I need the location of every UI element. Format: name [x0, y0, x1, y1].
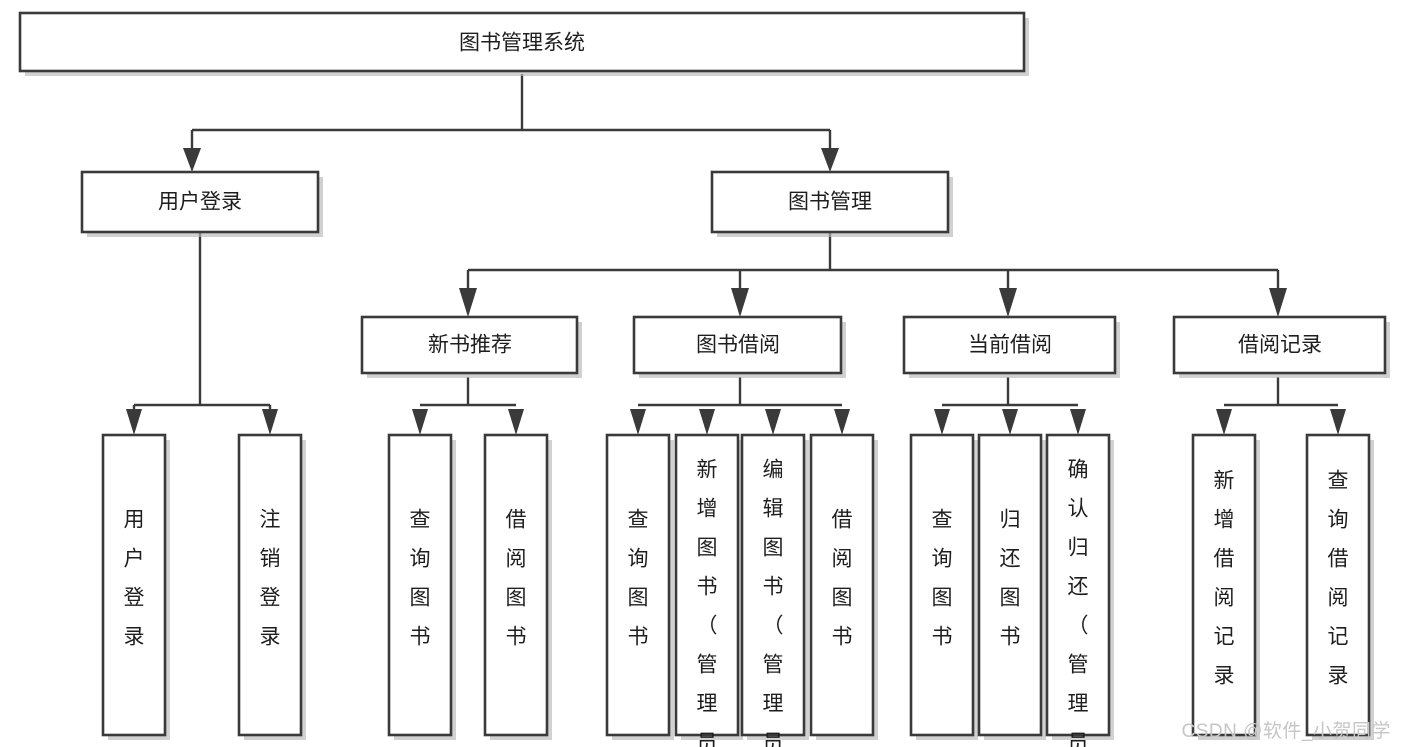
arrowhead-leaf-query-book-1 [412, 409, 428, 435]
node-new-book-recommend-box[interactable] [360, 315, 579, 375]
leaf-node-layer: 用户登录 注销登录 查询图书 借阅图书 查询图书 新增图书（管理员） 编辑图书（管理员） 借阅… [101, 433, 1374, 747]
node-leaf-user-login[interactable]: 用户登录 [101, 433, 170, 740]
node-leaf-query-book-2[interactable]: 查询图书 [605, 433, 674, 740]
node-root-label: 图书管理系统 [459, 32, 585, 55]
node-new-book-recommend-label: 新书推荐 [428, 334, 512, 357]
node-leaf-query-book-1-box[interactable] [387, 433, 453, 737]
node-book-borrow[interactable]: 图书借阅 [632, 315, 846, 378]
node-leaf-add-record[interactable]: 新增借阅记录 [1191, 433, 1260, 740]
node-leaf-borrow-book-2[interactable]: 借阅图书 [809, 433, 878, 740]
arrowhead-leaf-edit-book [765, 409, 781, 435]
arrowhead-book-borrow [731, 288, 749, 317]
arrowhead-leaf-return-book [1002, 409, 1018, 435]
node-leaf-logout-label: 注销登录 [260, 509, 281, 649]
node-leaf-confirm-return-box[interactable] [1045, 433, 1111, 737]
node-leaf-query-book-1[interactable]: 查询图书 [387, 433, 456, 740]
arrowhead-leaf-query-record [1330, 409, 1346, 435]
arrowhead-leaf-query-book-3 [934, 409, 950, 435]
node-book-borrow-box[interactable] [632, 315, 843, 375]
arrowhead-leaf-borrow-book-2 [834, 409, 850, 435]
arrowhead-leaf-add-book [699, 409, 715, 435]
node-leaf-logout[interactable]: 注销登录 [237, 433, 306, 740]
node-book-management[interactable]: 图书管理 [710, 170, 953, 237]
node-leaf-edit-book-label: 编辑图书（管理员） [763, 459, 784, 747]
node-leaf-logout-box[interactable] [237, 433, 303, 737]
arrowhead-current-borrow [999, 288, 1017, 317]
node-leaf-query-book-1-label: 查询图书 [410, 509, 431, 649]
node-current-borrow-box[interactable] [902, 315, 1117, 375]
node-leaf-return-book[interactable]: 归还图书 [977, 433, 1046, 740]
node-leaf-query-book-2-box[interactable] [605, 433, 671, 737]
node-leaf-return-book-box[interactable] [977, 433, 1043, 737]
node-leaf-borrow-book-1[interactable]: 借阅图书 [483, 433, 552, 740]
node-leaf-user-login-box[interactable] [101, 433, 167, 737]
node-leaf-add-record-label: 新增借阅记录 [1214, 470, 1235, 688]
node-root-box[interactable] [18, 11, 1026, 73]
arrowhead-leaf-confirm-return [1070, 409, 1086, 435]
node-leaf-add-book-label: 新增图书（管理员） [697, 459, 718, 747]
arrowhead-new-book-recommend [459, 288, 477, 317]
csdn-watermark: CSDN @软件_小贺同学 [1181, 721, 1391, 742]
node-leaf-query-record-box[interactable] [1305, 433, 1371, 737]
node-current-borrow-label: 当前借阅 [968, 334, 1052, 357]
node-book-management-label: 图书管理 [788, 191, 872, 214]
node-leaf-return-book-label: 归还图书 [1000, 509, 1021, 649]
node-leaf-confirm-return-label: 确认归还（管理员） [1068, 459, 1089, 747]
node-current-borrow[interactable]: 当前借阅 [902, 315, 1120, 378]
node-leaf-query-book-3-label: 查询图书 [932, 509, 953, 649]
node-leaf-add-book[interactable]: 新增图书（管理员） [674, 433, 743, 747]
node-leaf-borrow-book-2-label: 借阅图书 [832, 509, 853, 649]
node-leaf-query-record-label: 查询借阅记录 [1328, 470, 1349, 688]
node-new-book-recommend[interactable]: 新书推荐 [360, 315, 582, 378]
node-borrow-record-box[interactable] [1172, 315, 1387, 375]
node-root[interactable]: 图书管理系统 [18, 11, 1029, 76]
node-leaf-query-book-3-box[interactable] [909, 433, 975, 737]
arrowhead-leaf-add-record [1216, 409, 1232, 435]
node-leaf-edit-book[interactable]: 编辑图书（管理员） [740, 433, 809, 747]
node-leaf-edit-book-box[interactable] [740, 433, 806, 737]
node-leaf-query-book-2-label: 查询图书 [628, 509, 649, 649]
arrowhead-leaf-borrow-book-1 [508, 409, 524, 435]
node-borrow-record-label: 借阅记录 [1238, 334, 1322, 357]
arrowhead-leaf-logout [262, 409, 278, 435]
arrowhead-user-login [183, 148, 201, 172]
arrowhead-borrow-record [1269, 288, 1287, 317]
node-leaf-confirm-return[interactable]: 确认归还（管理员） [1045, 433, 1114, 747]
node-leaf-borrow-book-1-label: 借阅图书 [506, 509, 527, 649]
arrowhead-leaf-user-login [126, 409, 142, 435]
arrowhead-leaf-query-book-2 [630, 409, 646, 435]
node-user-login-box[interactable] [80, 170, 320, 234]
node-leaf-add-book-box[interactable] [674, 433, 740, 737]
node-leaf-user-login-label: 用户登录 [124, 509, 145, 649]
node-user-login-label: 用户登录 [158, 191, 242, 214]
node-leaf-query-book-3[interactable]: 查询图书 [909, 433, 978, 740]
node-leaf-borrow-book-1-box[interactable] [483, 433, 549, 737]
arrowhead-book-management [821, 148, 839, 172]
node-book-management-box[interactable] [710, 170, 950, 234]
node-book-borrow-label: 图书借阅 [696, 334, 780, 357]
connector-layer [126, 74, 1346, 435]
node-borrow-record[interactable]: 借阅记录 [1172, 315, 1390, 378]
node-user-login[interactable]: 用户登录 [80, 170, 323, 237]
node-leaf-borrow-book-2-box[interactable] [809, 433, 875, 737]
node-leaf-query-record[interactable]: 查询借阅记录 [1305, 433, 1374, 740]
node-leaf-add-record-box[interactable] [1191, 433, 1257, 737]
